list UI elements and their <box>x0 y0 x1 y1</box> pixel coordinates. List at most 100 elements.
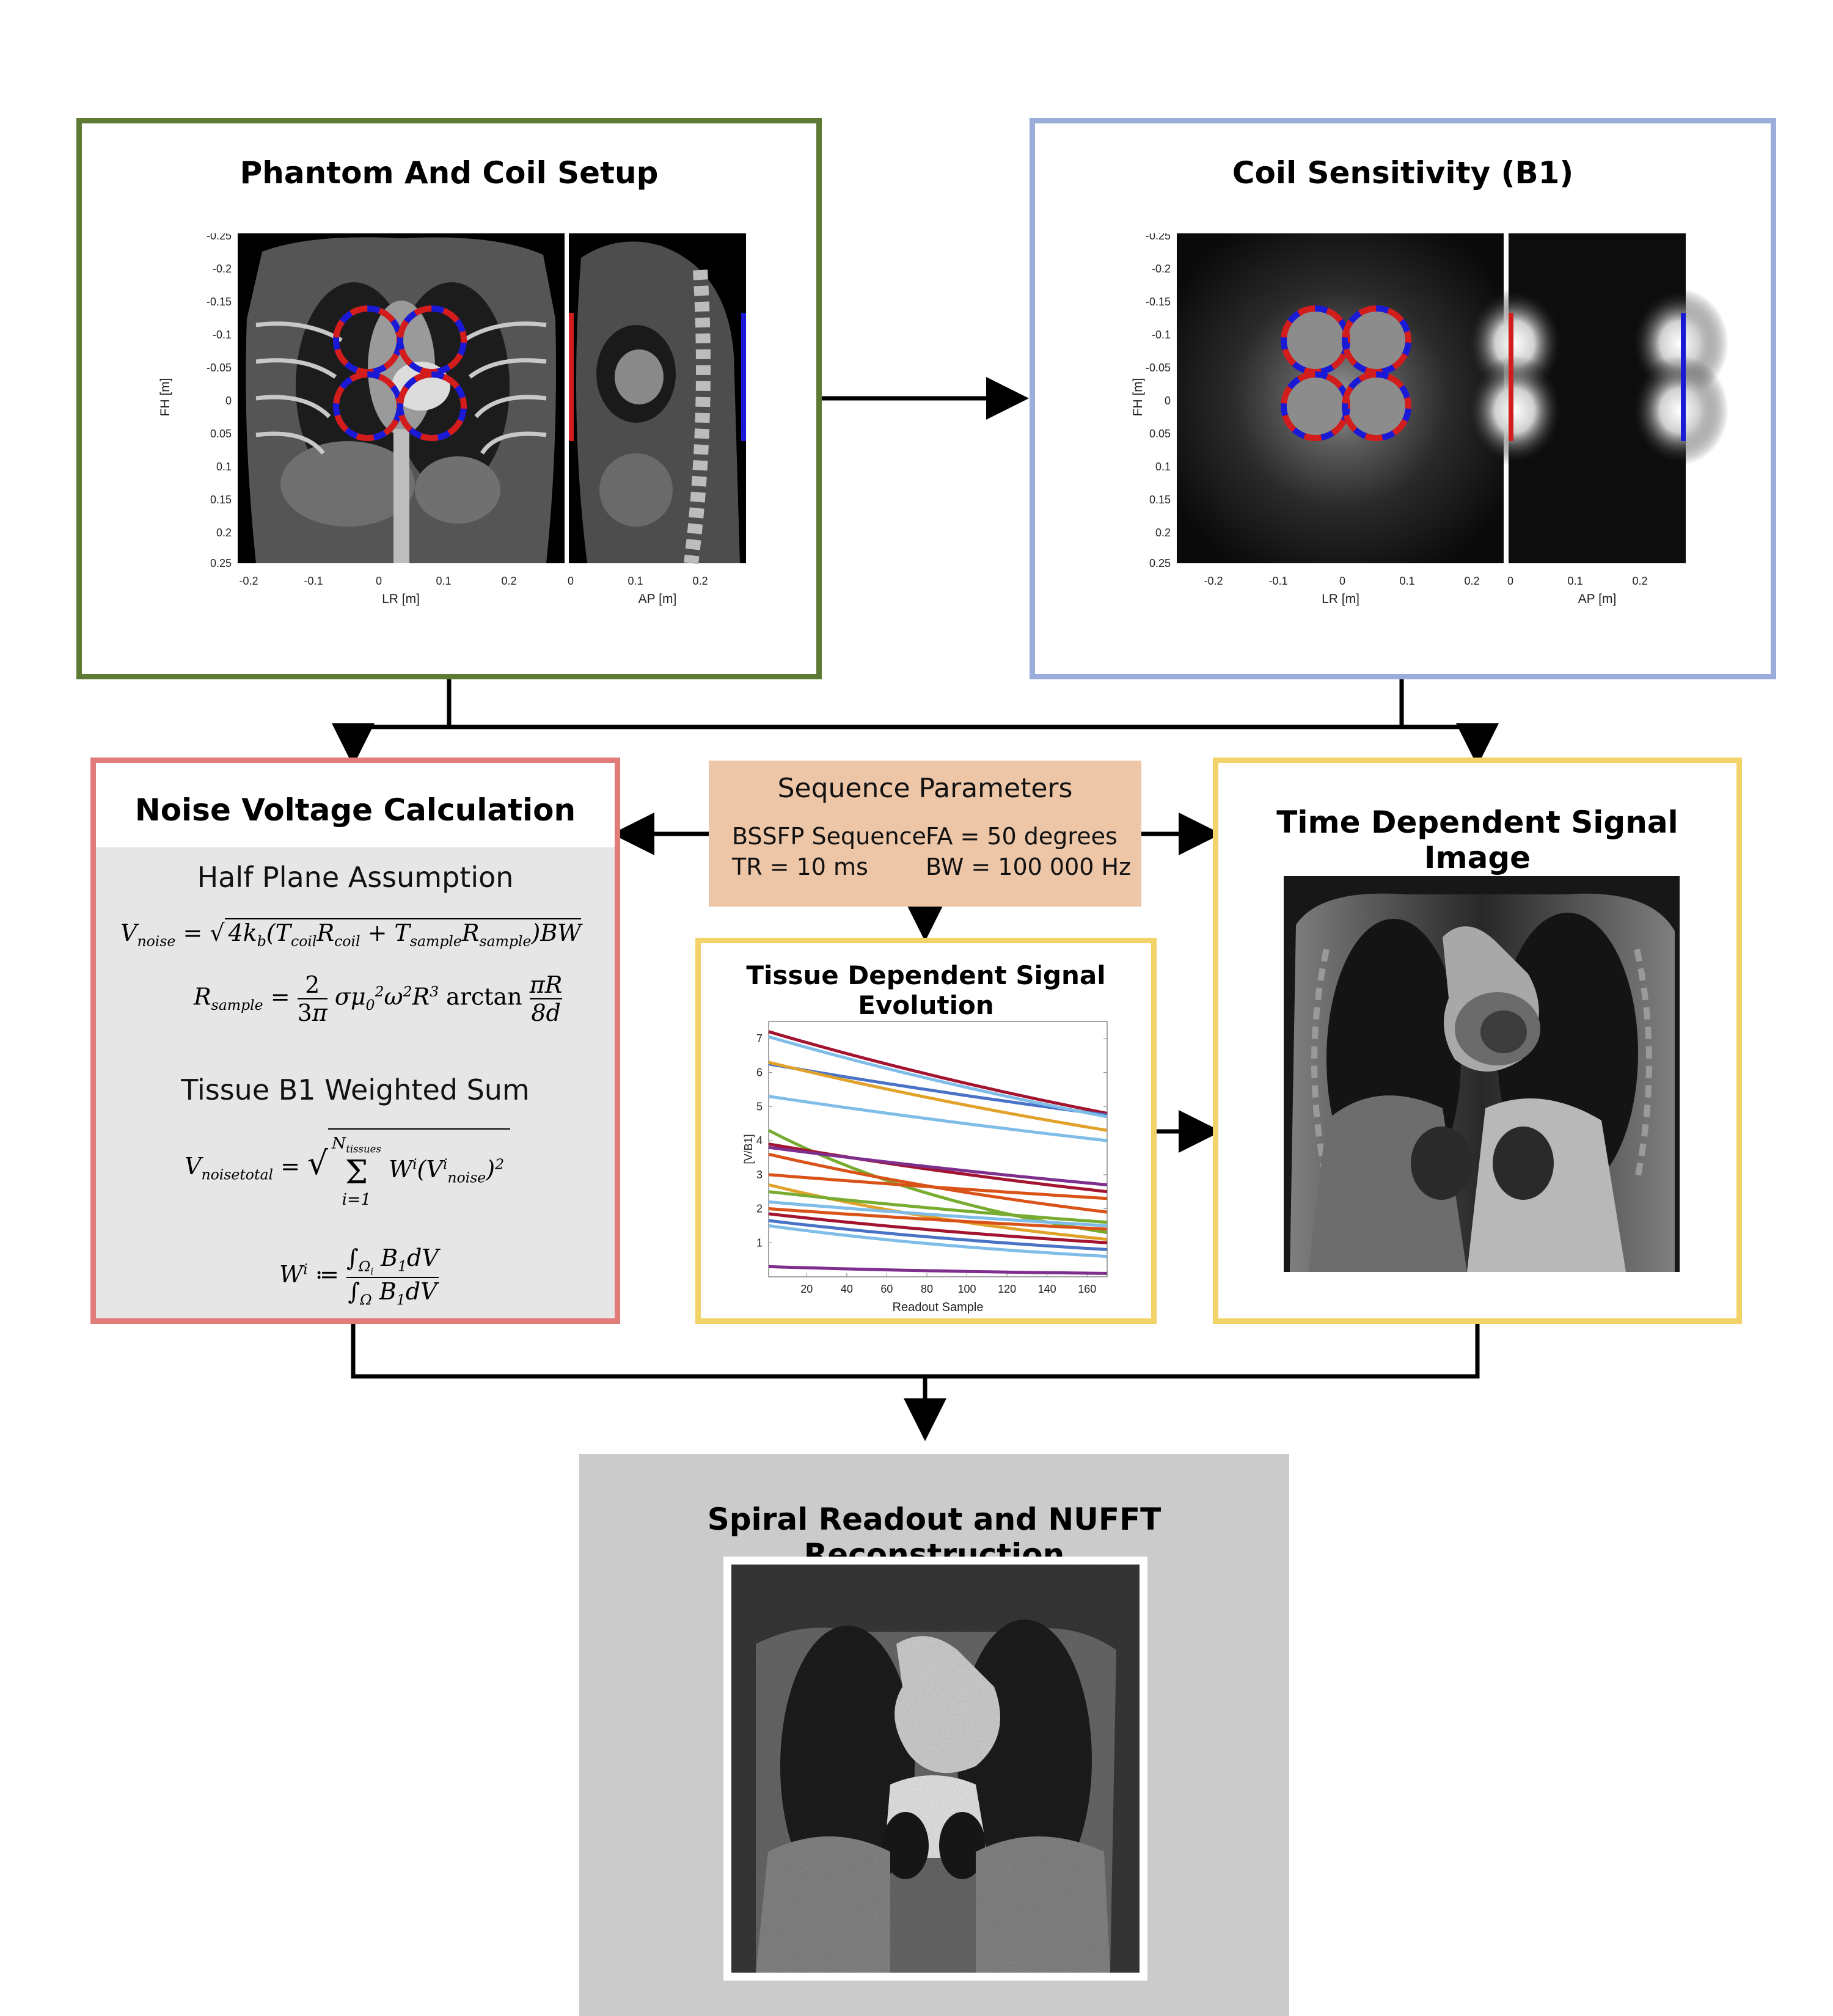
coil-y-tick: 0.05 <box>1149 428 1171 440</box>
signal-series-line-2 <box>768 1062 1108 1117</box>
arrow-noise-to-recon <box>351 1324 1480 1379</box>
phantom-x-tick: 0.2 <box>501 575 516 587</box>
coil-y-tick: 0.1 <box>1155 461 1171 473</box>
phantom-x-tick: -0.1 <box>304 575 323 587</box>
chart-x-tick: 60 <box>880 1283 893 1295</box>
chart-x-tick: 100 <box>958 1283 976 1295</box>
arrow-phantom-to-signal <box>449 723 1499 766</box>
phantom-y-tick: 0.1 <box>216 461 232 473</box>
chart-x-tick: 20 <box>800 1283 813 1295</box>
chart-x-tick: 120 <box>998 1283 1016 1295</box>
coil-x-label-coronal: LR [m] <box>1322 592 1359 606</box>
coil-y-tick: -0.25 <box>1146 233 1171 242</box>
sequence-bw: BW = 100 000 Hz <box>926 853 1132 880</box>
sequence-fa: FA = 50 degrees <box>926 823 1118 850</box>
phantom-panel: Phantom And Coil Setup <box>76 118 822 679</box>
phantom-y-tick: -0.1 <box>213 329 232 341</box>
phantom-x-tick: 0.1 <box>627 575 643 587</box>
coil-y-tick: -0.1 <box>1152 329 1171 341</box>
phantom-title: Phantom And Coil Setup <box>240 155 659 191</box>
phantom-y-tick: -0.2 <box>213 263 232 275</box>
phantom-coronal-image <box>238 233 565 563</box>
chart-y-tick: 4 <box>756 1134 763 1147</box>
sequence-title: Sequence Parameters <box>777 773 1073 804</box>
phantom-y-tick: 0.25 <box>210 557 232 569</box>
phantom-y-tick: -0.05 <box>207 362 232 374</box>
signal-series-line-8 <box>768 1145 1108 1186</box>
chart-x-tick: 160 <box>1078 1283 1096 1295</box>
chart-y-label: [V/B1] <box>742 1134 755 1164</box>
coil-x-tick: 0 <box>1339 575 1345 587</box>
signal-series-line-15 <box>768 1212 1108 1244</box>
coil-figure: -0.25 -0.2 -0.15 -0.1 -0.05 0 0.05 0.1 0… <box>1131 233 1729 606</box>
phantom-x-tick: 0 <box>568 575 574 587</box>
chart-y-tick: 6 <box>756 1067 763 1079</box>
phantom-y-tick: 0.15 <box>210 494 232 506</box>
phantom-y-tick: 0 <box>225 395 232 407</box>
coil-y-tick: -0.2 <box>1152 263 1171 275</box>
phantom-figure: -0.25 -0.2 -0.15 -0.1 -0.05 0 0.05 0.1 0… <box>158 233 746 606</box>
coil-y-tick: 0.25 <box>1149 557 1171 569</box>
coil-panel: Coil Sensitivity (B1) <box>1030 118 1776 679</box>
signal-series-line-10 <box>768 1173 1108 1200</box>
coil-y-tick: 0.15 <box>1149 494 1171 506</box>
half-plane-heading: Half Plane Assumption <box>197 861 514 894</box>
coil-x-label-sagittal: AP [m] <box>1578 592 1617 606</box>
phantom-x-label-coronal: LR [m] <box>382 592 420 606</box>
phantom-x-tick: 0 <box>376 575 382 587</box>
coil-x-tick: 0 <box>1507 575 1513 587</box>
chart-y-tick: 1 <box>756 1236 763 1249</box>
signal-series-line-1 <box>768 1030 1108 1115</box>
chart-x-tick: 80 <box>921 1283 933 1295</box>
recon-image <box>731 1565 1140 1973</box>
evolution-title: Tissue Dependent Signal Evolution <box>746 960 1106 1020</box>
signal-image-title: Time Dependent Signal Image <box>1276 805 1678 875</box>
coil-y-label: FH [m] <box>1131 378 1145 417</box>
chart-y-tick: 7 <box>756 1032 763 1045</box>
coil-y-tick: 0.2 <box>1155 527 1171 539</box>
arrow-phantom-to-noise <box>332 679 452 766</box>
signal-series-line-13 <box>768 1200 1108 1227</box>
phantom-x-tick: 0.1 <box>436 575 451 587</box>
weighted-sum-heading: Tissue B1 Weighted Sum <box>181 1073 530 1106</box>
coil-coronal-image <box>1177 233 1504 563</box>
evolution-panel: Tissue Dependent Signal Evolution Readou… <box>695 938 1157 1324</box>
coil-y-tick: -0.05 <box>1146 362 1171 374</box>
coil-x-tick: 0.2 <box>1632 575 1647 587</box>
phantom-y-tick: -0.25 <box>207 233 232 242</box>
phantom-x-tick: -0.2 <box>239 575 258 587</box>
coil-x-tick: 0.1 <box>1399 575 1414 587</box>
chart-x-label: Readout Sample <box>893 1301 984 1314</box>
phantom-y-label: FH [m] <box>158 378 172 417</box>
chart-x-tick: 140 <box>1038 1283 1056 1295</box>
coil-x-tick: -0.2 <box>1204 575 1223 587</box>
coil-y-tick: -0.15 <box>1146 296 1171 308</box>
sequence-tr: TR = 10 ms <box>732 853 868 880</box>
phantom-y-tick: -0.15 <box>207 296 232 308</box>
chart-y-tick: 3 <box>756 1169 763 1181</box>
coil-x-tick: 0.2 <box>1464 575 1479 587</box>
sequence-type: BSSFP Sequence <box>732 823 926 850</box>
coil-title: Coil Sensitivity (B1) <box>1232 155 1574 191</box>
coil-sagittal-image <box>1466 233 1729 563</box>
phantom-y-tick: 0.05 <box>210 428 232 440</box>
signal-image <box>1284 876 1680 1272</box>
signal-series-line-5 <box>768 1095 1108 1142</box>
signal-series-line-3 <box>768 1061 1108 1132</box>
signal-series-line-4 <box>768 1035 1108 1119</box>
noise-title: Noise Voltage Calculation <box>134 792 576 828</box>
phantom-y-tick: 0.2 <box>216 527 232 539</box>
chart-y-tick: 5 <box>756 1100 763 1112</box>
signal-image-panel: Time Dependent Signal Image <box>1213 758 1742 1324</box>
signal-series-line-17 <box>768 1224 1108 1258</box>
noise-formula-area: Half Plane Assumption Vnoise = √4kb(Tcoi… <box>96 847 615 1318</box>
noise-panel: Noise Voltage Calculation Half Plane Ass… <box>90 758 620 1324</box>
coil-y-tick: 0 <box>1165 395 1171 407</box>
chart-y-tick: 2 <box>756 1203 763 1215</box>
phantom-sagittal-image <box>569 233 746 564</box>
vnoise-equation: Vnoise = √4kb(TcoilRcoil + TsampleRsampl… <box>120 918 582 950</box>
